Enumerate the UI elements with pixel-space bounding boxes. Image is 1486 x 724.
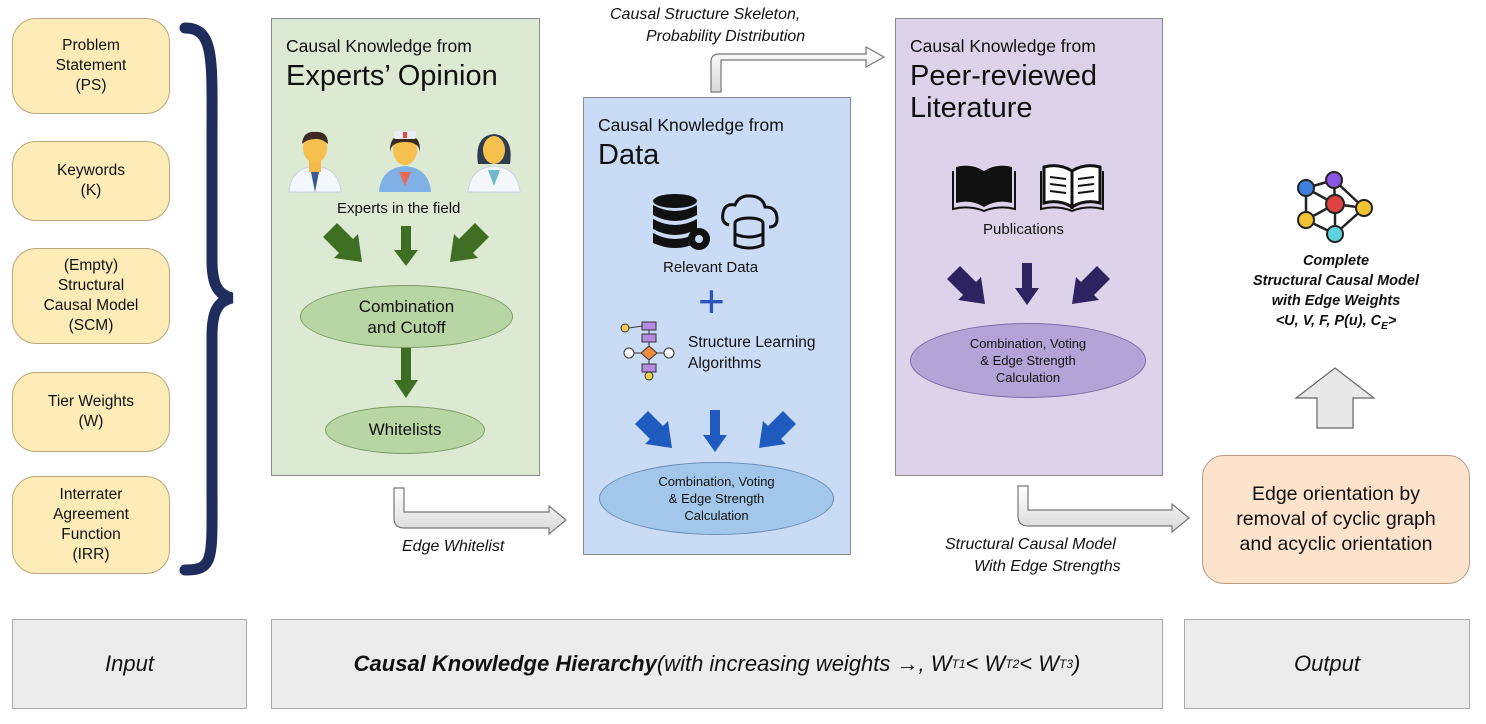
footer-input: Input [12, 619, 247, 709]
experts-small-title: Causal Knowledge from [286, 36, 472, 56]
flowchart-algorithm-icon [620, 321, 675, 381]
open-book-icon [1040, 164, 1104, 213]
scm-label-line2: With Edge Strengths [974, 558, 1121, 575]
input-keywords: Keywords(K) [12, 141, 170, 221]
database-gear-icon [653, 194, 710, 250]
skeleton-label-line1: Causal Structure Skeleton, [610, 6, 801, 23]
whitelists-ellipse: Whitelists [325, 406, 485, 454]
input-tier-weights: Tier Weights(W) [12, 372, 170, 452]
data-small-title: Causal Knowledge from [598, 115, 784, 135]
relevant-data-label: Relevant Data [663, 259, 759, 276]
edge-whitelist-label: Edge Whitelist [402, 538, 505, 555]
doctor-female-icon [467, 134, 521, 193]
experts-icon-label: Experts in the field [337, 200, 461, 217]
literature-small-title: Causal Knowledge from [910, 36, 1096, 56]
plus-sign: + [698, 275, 725, 327]
doctor-male-icon [288, 131, 342, 193]
literature-panel [895, 18, 1163, 476]
experts-big-title: Experts’ Opinion [286, 60, 498, 92]
cloud-database-icon [721, 194, 779, 250]
footer-output: Output [1184, 619, 1470, 709]
publications-label: Publications [983, 221, 1064, 238]
data-big-title: Data [598, 139, 660, 171]
skeleton-label-line2: Probability Distribution [646, 28, 806, 45]
network-graph-icon [1297, 171, 1373, 243]
nurse-icon [379, 131, 431, 192]
output-title: Complete Structural Causal Model with Ed… [1253, 253, 1419, 332]
closed-book-icon [952, 165, 1016, 213]
footer-hierarchy: Causal Knowledge Hierarchy (with increas… [271, 619, 1163, 709]
scm-label-line1: Structural Causal Model [945, 536, 1116, 553]
